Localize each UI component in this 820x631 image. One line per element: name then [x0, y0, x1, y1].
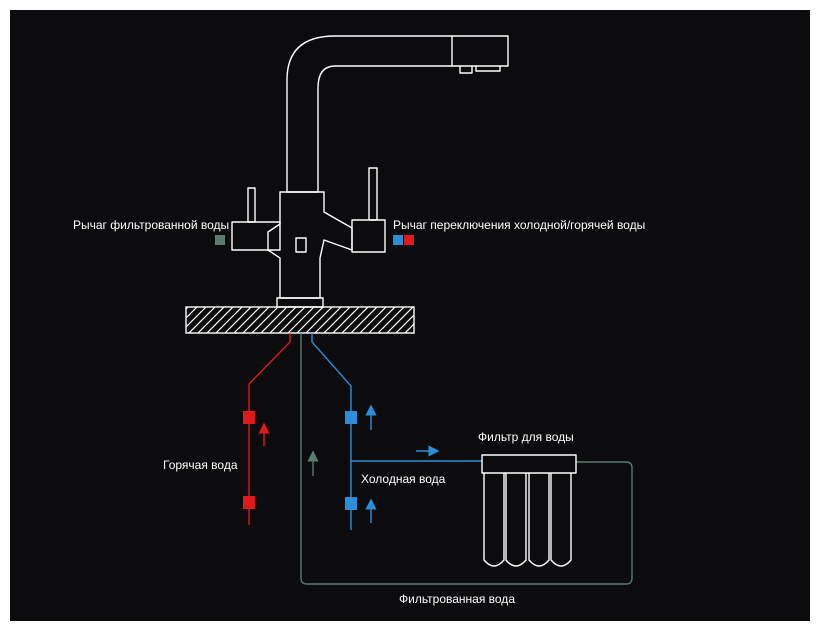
hot-valve-bottom [243, 496, 255, 509]
cold-water-line [311, 333, 482, 530]
filter-head [481, 454, 577, 474]
faucet-inner-joint [295, 237, 307, 253]
filter-cartridge-4 [550, 473, 572, 567]
hot-valve-top [243, 411, 255, 424]
countertop [185, 306, 415, 334]
switch-lever-handle [368, 167, 378, 221]
filter-cartridge-1 [483, 473, 505, 567]
hot-swatch [404, 235, 414, 245]
hot-water-line [243, 333, 291, 525]
filtered-lever-label: Рычаг фильтрованной воды [73, 218, 230, 232]
water-filter [481, 454, 577, 567]
switch-lever-label: Рычаг переключения холодной/горячей воды [393, 218, 646, 232]
faucet-spout-head [452, 35, 509, 67]
faucet-neck [276, 297, 324, 308]
cold-valve-top [345, 411, 357, 424]
filtered-lever-base [231, 221, 281, 251]
faucet-aerator [459, 66, 501, 74]
filtered-lever-handle [247, 187, 256, 223]
faucet [231, 35, 509, 308]
water-filter-label: Фильтр для воды [478, 430, 574, 444]
faucet-body [267, 191, 353, 299]
filter-cartridge-3 [528, 473, 550, 567]
cold-valve-bottom [345, 497, 357, 510]
filtered-water-line [300, 333, 633, 585]
filtered-lever-swatch [215, 235, 225, 245]
switch-lever-base [351, 219, 386, 253]
filter-cartridge-2 [505, 473, 527, 567]
filtered-water-label: Фильтрованная вода [399, 592, 515, 606]
cold-swatch [393, 235, 403, 245]
hot-water-label: Горячая вода [163, 458, 238, 472]
cold-water-label: Холодная вода [361, 472, 446, 486]
